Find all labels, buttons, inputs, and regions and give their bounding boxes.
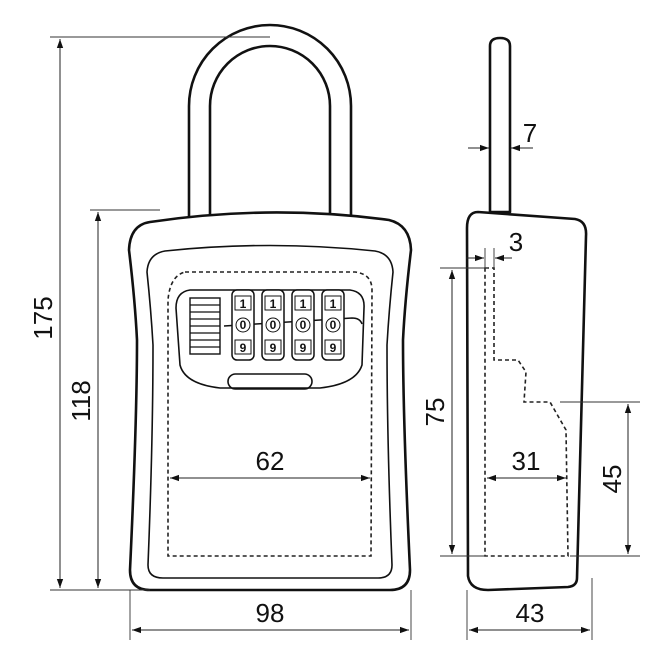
ribbed-slider [189,297,221,355]
dim-body-height: 118 [66,380,96,421]
dim-total-height: 175 [28,296,58,339]
dimension-labels: 175 118 62 98 7 3 75 31 45 43 [28,118,627,628]
lock-body-inner [146,244,394,579]
dial-3-top-digit: 1 [300,297,307,311]
dim-body-depth: 43 [516,598,545,628]
dial-1[interactable]: 1 0 9 [231,289,255,361]
dim-body-width: 98 [256,598,285,628]
dial-1-top-digit: 1 [240,297,247,311]
dial-4-top-digit: 1 [330,297,337,311]
shackle [187,23,353,220]
dial-3-middle-digit: 0 [300,318,307,332]
dial-2-bottom-digit: 9 [270,341,277,355]
dial-4-middle-digit: 0 [330,318,337,332]
extension-lines [50,36,640,640]
dial-2[interactable]: 1 0 9 [261,289,285,361]
dim-inner-width: 62 [256,446,285,476]
release-button [227,373,313,390]
dial-4[interactable]: 1 0 9 [321,289,345,361]
inner-compartment-dashed [167,271,373,557]
body-side [465,210,588,592]
dim-lower-inner-height: 45 [597,465,627,494]
dim-inner-depth: 31 [512,446,541,476]
side-cavity-dashed [484,267,569,557]
dial-2-top-digit: 1 [270,297,277,311]
dial-1-bottom-digit: 9 [240,341,247,355]
dim-shackle-diameter: 7 [523,118,537,148]
dim-inner-height: 75 [420,398,450,427]
combination-window [175,289,365,389]
dial-1-middle-digit: 0 [240,318,247,332]
shackle-side [488,36,512,214]
dial-3-bottom-digit: 9 [300,341,307,355]
dial-3[interactable]: 1 0 9 [291,289,315,361]
front-view: 1 0 9 1 0 9 1 0 9 1 0 [127,23,413,592]
dial-axle [223,317,363,327]
dial-2-middle-digit: 0 [270,318,277,332]
dial-4-bottom-digit: 9 [330,341,337,355]
dimension-lines [56,39,632,634]
side-view [465,36,588,592]
dim-wall-thickness: 3 [509,227,523,257]
lock-body-outer [127,211,413,592]
